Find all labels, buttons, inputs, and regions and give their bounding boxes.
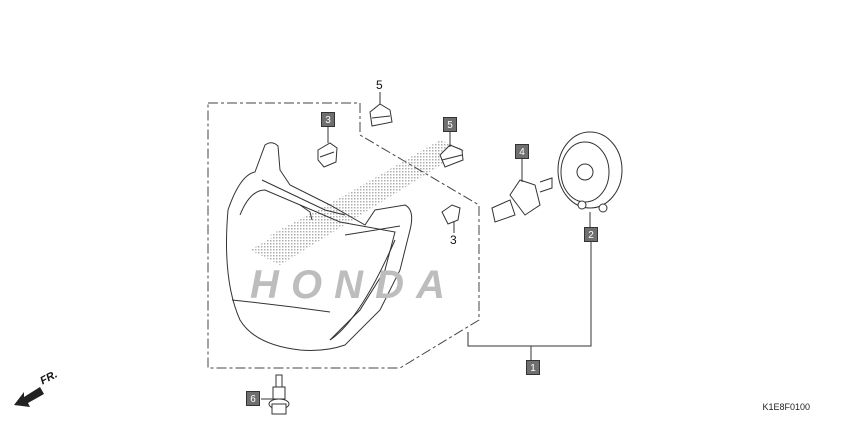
callout-6-box: 6 (246, 391, 260, 406)
callout-2-box: 2 (584, 227, 598, 242)
bolt (268, 374, 290, 415)
callout-5-plain: 5 (376, 78, 383, 92)
socket-ring (557, 131, 623, 213)
front-direction-arrow (14, 387, 44, 407)
assembly-boundary (207, 102, 480, 369)
bulb-a (317, 142, 338, 168)
callout-4-box: 4 (515, 144, 529, 159)
socket-b (439, 144, 464, 168)
callout-5-box: 5 (443, 117, 457, 132)
figure-code: K1E8F0100 (762, 402, 810, 412)
bulb-b (441, 204, 461, 225)
headlight-assembly (226, 142, 413, 351)
headlight-bulb (491, 177, 553, 223)
socket-a (369, 103, 393, 127)
leader-lines (261, 92, 592, 400)
callout-3-plain: 3 (450, 233, 457, 247)
callout-1-box: 1 (526, 360, 540, 375)
callout-3-box: 3 (321, 112, 335, 127)
watermark-text: HONDA (250, 263, 445, 307)
honda-watermark (250, 140, 465, 265)
